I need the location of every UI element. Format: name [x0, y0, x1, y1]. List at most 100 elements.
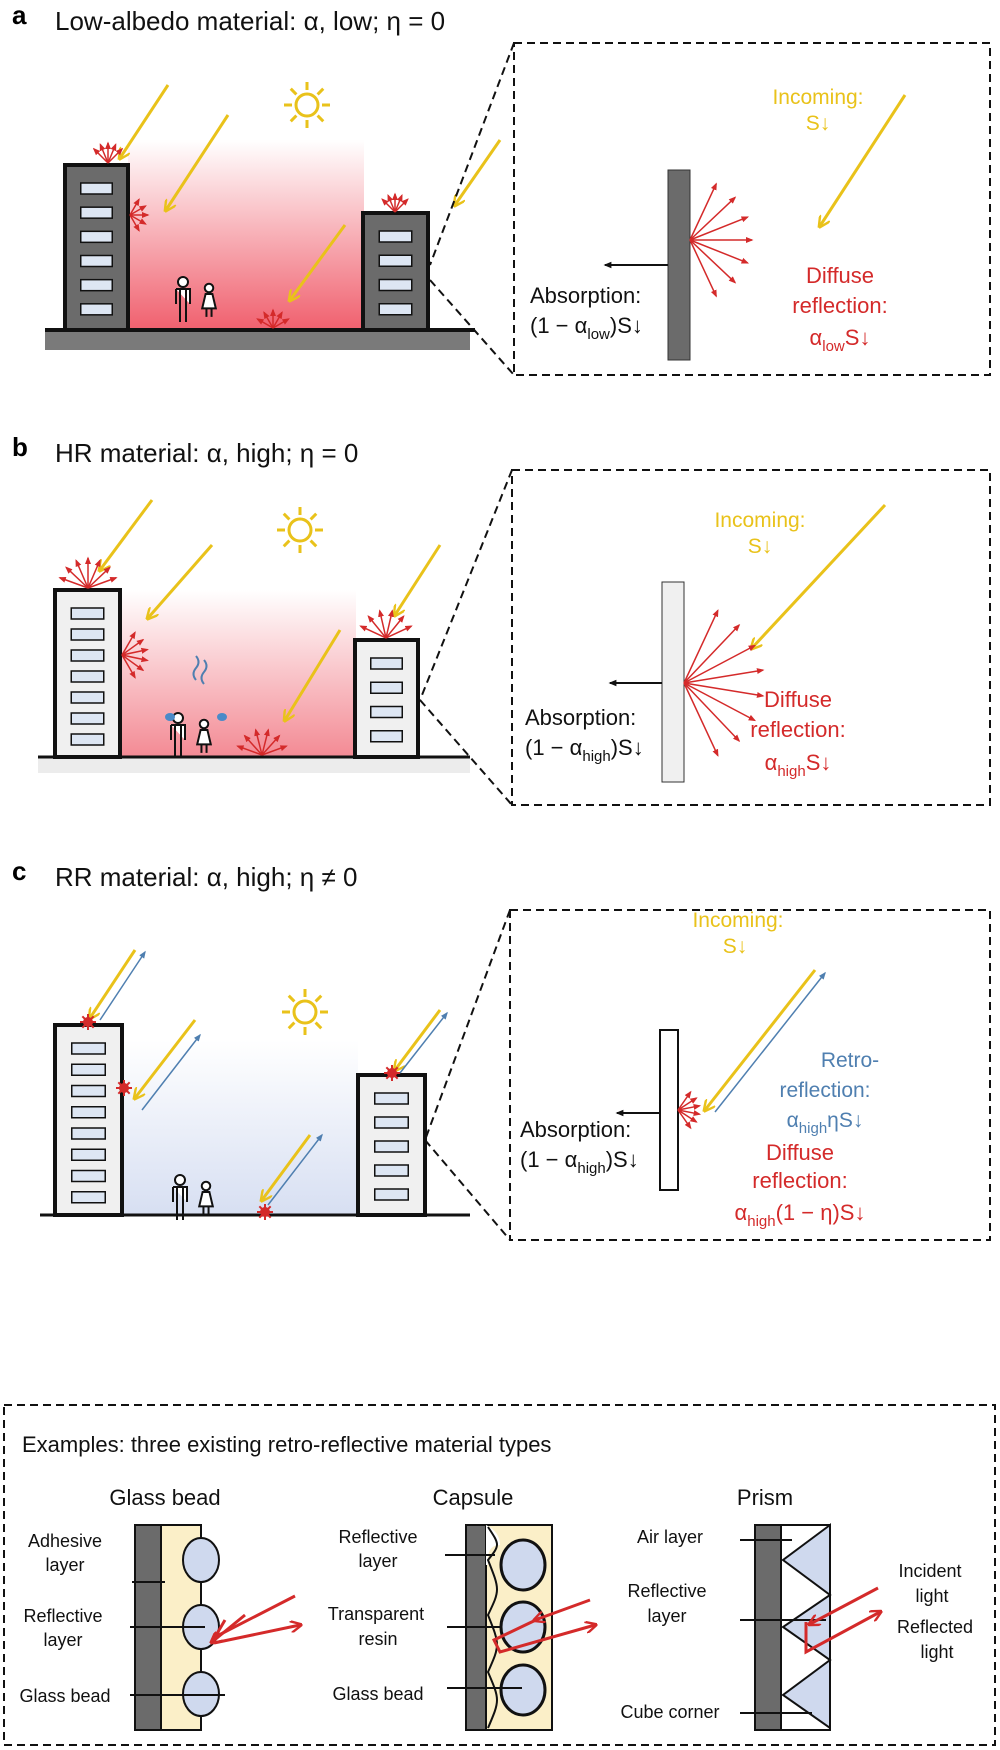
- panel-title: Low-albedo material: α, low; η = 0: [55, 6, 445, 36]
- window: [80, 254, 113, 268]
- sun-disc: [292, 999, 318, 1025]
- absorption-label: Absorption:: [520, 1117, 631, 1142]
- building-right: [356, 1073, 427, 1217]
- sunlight-arrow: [285, 629, 342, 720]
- examples-title: Examples: three existing retro-reflectiv…: [22, 1432, 551, 1457]
- absorption-formula: (1 − αlow)S↓: [530, 313, 643, 343]
- window: [80, 303, 113, 316]
- window: [374, 1092, 409, 1105]
- example-heading: Glass bead: [109, 1485, 220, 1510]
- example-heading: Prism: [737, 1485, 793, 1510]
- window: [70, 691, 105, 704]
- building-body: [53, 1023, 124, 1217]
- incoming-label: Incoming:: [772, 86, 863, 109]
- reflection-arrow: [65, 566, 89, 589]
- heat-gradient: [128, 140, 364, 330]
- burst-ray: [264, 1205, 272, 1213]
- window: [374, 1188, 409, 1201]
- reflection-arrow: [87, 566, 111, 589]
- window: [80, 182, 113, 195]
- reflection-arrow: [121, 647, 149, 656]
- reflection-arrow: [87, 559, 101, 589]
- reflection-arrow: [236, 745, 263, 756]
- reflection-formula: αhigh(1 − η)S↓: [735, 1200, 866, 1230]
- retro-arrow: [267, 1133, 323, 1206]
- retro-arrow: [99, 950, 146, 1021]
- retro-reflection-arrow: [714, 971, 826, 1113]
- label-incident-2: light: [915, 1586, 948, 1606]
- panel-letter: a: [12, 0, 27, 30]
- capsule-example: Capsule Reflective layer Transparent res…: [328, 1485, 595, 1731]
- reflection-arrow: [87, 576, 118, 589]
- sun-ray: [309, 512, 318, 521]
- window: [80, 278, 113, 292]
- head: [177, 276, 189, 288]
- material-wall: [661, 581, 685, 783]
- reflection-arrow: [683, 682, 765, 698]
- window: [378, 278, 413, 292]
- reflected-ray: [213, 1625, 300, 1645]
- sun-ray: [282, 539, 291, 548]
- diffuse-reflection-fan: [683, 609, 765, 757]
- reflection-arrow: [385, 609, 394, 639]
- building-right: [353, 638, 420, 759]
- reflection-arrow: [121, 631, 136, 656]
- head: [203, 282, 215, 294]
- sunlight-arrow: [120, 84, 170, 158]
- label-resin: resin: [358, 1629, 397, 1649]
- light-rays: [92, 84, 502, 329]
- label-reflective: Reflective: [627, 1581, 706, 1601]
- reflection-arrow: [683, 644, 757, 684]
- absorption-formula: (1 − αhigh)S↓: [520, 1147, 639, 1177]
- reflection-arrow: [689, 216, 750, 241]
- window: [378, 230, 413, 243]
- building-left: [53, 1023, 124, 1217]
- heat-gradient: [120, 590, 356, 757]
- light-rays: [58, 499, 442, 756]
- label-adhesive-2: layer: [45, 1555, 84, 1575]
- sunlight-arrow: [290, 224, 347, 300]
- burst-ray: [123, 1081, 131, 1089]
- sun-ray: [314, 1021, 323, 1030]
- sunlight-arrow: [395, 1009, 442, 1070]
- reflection-arrow: [385, 615, 405, 639]
- reflection-arrow: [385, 625, 413, 639]
- sunlight-arrow: [262, 1134, 312, 1200]
- reflection-arrow: [689, 239, 717, 298]
- sun-ray: [287, 1021, 296, 1030]
- reflection-arrow: [129, 198, 140, 216]
- label-cube-corner: Cube corner: [620, 1702, 719, 1722]
- ground: [45, 330, 470, 350]
- label-reflected: Reflected: [897, 1617, 973, 1637]
- zoom-inset: Incoming: S↓ Absorption: (1 − αlow)S↓ Di…: [429, 42, 991, 376]
- diffuse-label: Diffuse: [766, 1140, 834, 1165]
- reflection-arrow: [689, 239, 750, 264]
- incoming-symbol: S↓: [806, 112, 831, 135]
- window: [370, 705, 403, 719]
- building-left: [63, 163, 130, 332]
- incident-ray: [810, 1586, 879, 1624]
- sunlight-arrow: [100, 499, 154, 570]
- reflection-arrow: [677, 1109, 692, 1130]
- ground: [38, 757, 470, 773]
- reflection-arrow: [99, 143, 109, 164]
- reflection-formula: αlowS↓: [810, 325, 871, 355]
- reflection-arrow: [272, 318, 290, 329]
- retro-formula: αhighηS↓: [787, 1109, 864, 1137]
- incoming-symbol: S↓: [748, 535, 773, 558]
- window: [70, 649, 105, 662]
- label-reflected-2: light: [920, 1642, 953, 1662]
- sunlight-arrow: [90, 949, 137, 1018]
- person-male: [175, 288, 191, 322]
- light-rays: [80, 949, 448, 1220]
- burst-ray: [87, 1015, 95, 1023]
- window: [370, 681, 403, 694]
- example-heading: Capsule: [433, 1485, 514, 1510]
- absorption-label: Absorption:: [530, 283, 641, 308]
- head: [198, 718, 210, 730]
- reflection-arrow: [263, 311, 274, 329]
- reflection-arrow: [394, 193, 403, 213]
- reflection-arrow: [58, 576, 89, 589]
- reflection-arrow: [121, 654, 145, 672]
